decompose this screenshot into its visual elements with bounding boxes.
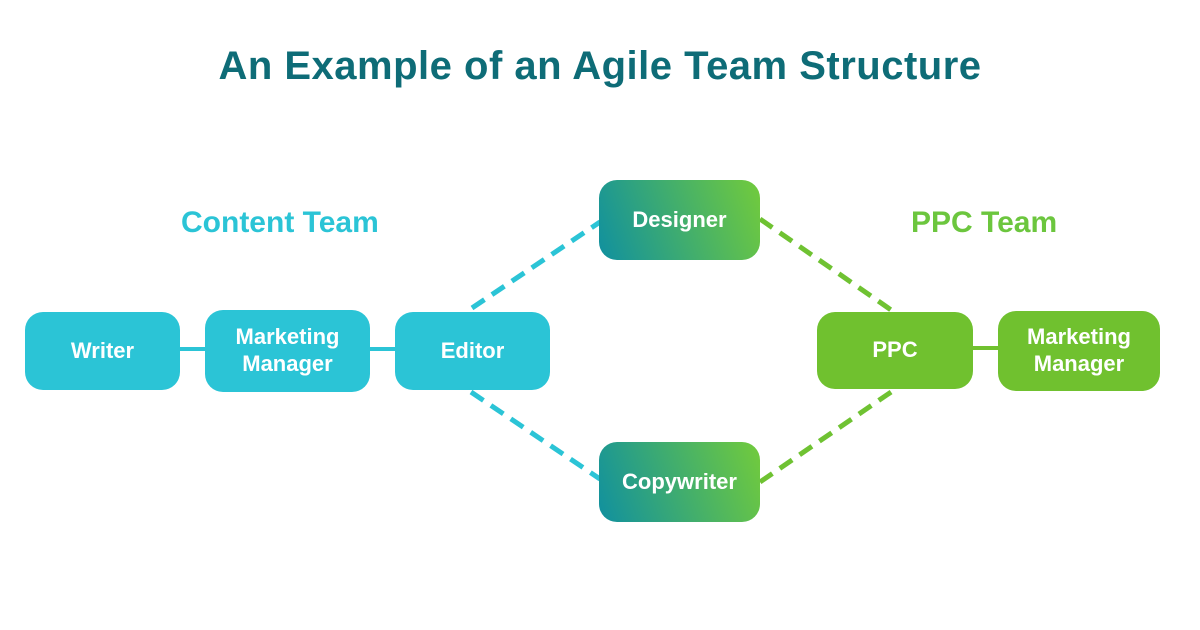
- node-copywriter-label: Copywriter: [622, 468, 737, 494]
- edge-editor-copywriter: [469, 389, 602, 482]
- node-designer: Designer: [599, 180, 760, 260]
- node-marketing-manager-ppc: Marketing Manager: [998, 311, 1160, 391]
- node-marketing-manager-ppc-label: Marketing Manager: [1027, 324, 1131, 376]
- diagram-title: An Example of an Agile Team Structure: [218, 44, 982, 88]
- node-writer-label: Writer: [70, 337, 135, 363]
- node-ppc: PPC: [817, 312, 973, 389]
- node-writer: Writer: [25, 312, 180, 390]
- ppc-team-label: PPC Team: [911, 206, 1058, 239]
- node-editor: Editor: [395, 312, 550, 390]
- node-ppc-label: PPC: [872, 337, 918, 363]
- node-marketing-manager-content: Marketing Manager: [205, 310, 370, 392]
- content-team-label: Content Team: [181, 206, 379, 239]
- node-marketing-manager-content-label: Marketing Manager: [235, 324, 340, 376]
- node-editor-label: Editor: [440, 337, 505, 363]
- node-designer-label: Designer: [632, 206, 727, 232]
- node-copywriter: Copywriter: [599, 442, 760, 522]
- edge-copywriter-ppc: [758, 387, 896, 485]
- edge-editor-designer: [470, 219, 602, 311]
- edge-designer-ppc: [758, 216, 896, 315]
